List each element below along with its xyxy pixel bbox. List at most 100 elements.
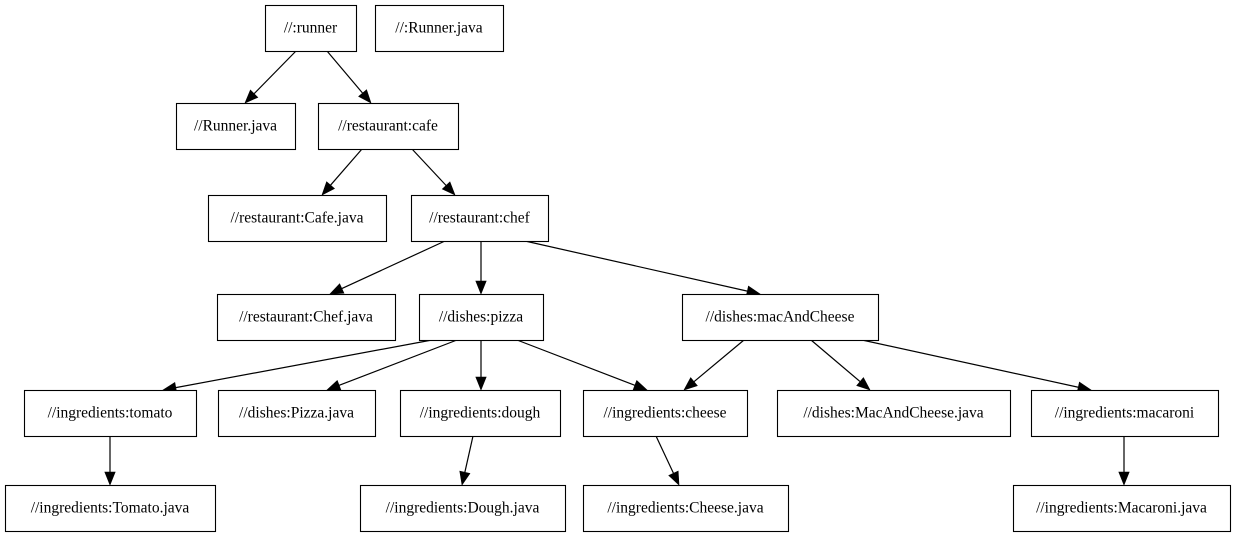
graph-edge: [411, 148, 456, 196]
node-label: //ingredients:macaroni: [1055, 405, 1195, 422]
graph-edge: [810, 339, 871, 391]
graph-edge: [475, 340, 487, 391]
edge-line: [516, 339, 636, 386]
edge-line: [464, 435, 474, 473]
graph-node[interactable]: //ingredients:Macaroni.java: [1012, 484, 1232, 533]
graph-node[interactable]: //restaurant:Chef.java: [216, 293, 397, 342]
graph-edge: [329, 240, 446, 295]
graph-edge: [321, 148, 363, 196]
node-label: //:runner: [284, 20, 338, 37]
node-box[interactable]: [582, 484, 790, 533]
edge-line: [411, 148, 447, 186]
node-box[interactable]: [776, 389, 1012, 438]
graph-node[interactable]: //restaurant:chef: [410, 194, 550, 243]
node-box[interactable]: [359, 484, 567, 533]
node-box[interactable]: [681, 293, 880, 342]
graph-node[interactable]: //restaurant:cafe: [317, 102, 460, 151]
arrowhead-icon: [1118, 471, 1130, 486]
graph-edge: [459, 435, 474, 486]
graph-edge: [683, 339, 745, 391]
node-label: //Runner.java: [194, 118, 277, 135]
edge-layer: [104, 50, 1130, 486]
edge-line: [175, 339, 433, 389]
graph-node[interactable]: //:Runner.java: [374, 4, 505, 53]
node-label: //ingredients:Tomato.java: [31, 500, 190, 517]
graph-node[interactable]: //ingredients:cheese: [582, 389, 749, 438]
node-box[interactable]: [23, 389, 198, 438]
node-box[interactable]: [1030, 389, 1220, 438]
edge-line: [253, 50, 297, 95]
node-box[interactable]: [317, 102, 460, 151]
node-box[interactable]: [582, 389, 749, 438]
graph-node[interactable]: //restaurant:Cafe.java: [207, 194, 388, 243]
graph-node[interactable]: //ingredients:Cheese.java: [582, 484, 790, 533]
edge-line: [338, 339, 458, 386]
arrowhead-icon: [475, 376, 487, 391]
node-box[interactable]: [1012, 484, 1232, 533]
node-label: //restaurant:cafe: [338, 118, 438, 135]
node-label: //dishes:pizza: [439, 309, 523, 326]
node-label: //dishes:Pizza.java: [239, 405, 354, 422]
graph-edge: [524, 240, 761, 297]
graph-node[interactable]: //ingredients:tomato: [23, 389, 198, 438]
edge-line: [810, 339, 861, 383]
edge-line: [326, 50, 364, 94]
graph-node[interactable]: //ingredients:macaroni: [1030, 389, 1220, 438]
graph-node[interactable]: //ingredients:Dough.java: [359, 484, 567, 533]
graph-node[interactable]: //dishes:Pizza.java: [217, 389, 377, 438]
graph-edge: [1118, 436, 1130, 486]
node-label: //restaurant:Cafe.java: [231, 210, 364, 227]
node-box[interactable]: [399, 389, 562, 438]
arrowhead-icon: [441, 181, 456, 196]
graph-edge: [326, 339, 458, 391]
edge-line: [693, 339, 745, 383]
graph-node[interactable]: //Runner.java: [175, 102, 297, 151]
graph-node[interactable]: //:runner: [264, 4, 358, 53]
graph-node[interactable]: //dishes:pizza: [418, 293, 545, 342]
node-label: //ingredients:Cheese.java: [607, 500, 763, 517]
graph-edge: [655, 435, 680, 486]
node-box[interactable]: [217, 389, 377, 438]
arrowhead-icon: [668, 470, 680, 486]
arrowhead-icon: [326, 379, 342, 391]
graph-node[interactable]: //dishes:MacAndCheese.java: [776, 389, 1012, 438]
arrowhead-icon: [856, 377, 871, 391]
arrowhead-icon: [475, 280, 487, 295]
graph-edge: [475, 241, 487, 295]
node-label: //dishes:MacAndCheese.java: [803, 405, 983, 422]
node-box[interactable]: [175, 102, 297, 151]
graph-edge: [104, 436, 116, 486]
arrowhead-icon: [459, 470, 471, 486]
graph-node[interactable]: //ingredients:Tomato.java: [4, 484, 217, 533]
arrowhead-icon: [683, 377, 698, 391]
graph-edge: [326, 50, 372, 104]
node-box[interactable]: [207, 194, 388, 243]
arrowhead-icon: [329, 283, 345, 295]
edge-line: [330, 148, 363, 186]
node-box[interactable]: [264, 4, 358, 53]
node-label: //dishes:macAndCheese: [706, 309, 855, 326]
graph-edge: [162, 339, 433, 394]
node-box[interactable]: [418, 293, 545, 342]
arrowhead-icon: [244, 89, 259, 104]
node-label: //ingredients:dough: [420, 405, 541, 422]
node-label: //ingredients:tomato: [48, 405, 173, 422]
node-label: //restaurant:chef: [429, 210, 531, 227]
arrowhead-icon: [358, 89, 372, 104]
node-label: //restaurant:Chef.java: [239, 309, 373, 326]
node-box[interactable]: [216, 293, 397, 342]
node-box[interactable]: [4, 484, 217, 533]
arrowhead-icon: [632, 379, 648, 391]
node-label: //:Runner.java: [395, 20, 483, 37]
edge-line: [861, 339, 1079, 388]
node-label: //ingredients:cheese: [603, 405, 726, 422]
graph-edge: [244, 50, 297, 104]
node-box[interactable]: [374, 4, 505, 53]
graph-edge: [516, 339, 648, 391]
graph-node[interactable]: //dishes:macAndCheese: [681, 293, 880, 342]
graph-node[interactable]: //ingredients:dough: [399, 389, 562, 438]
node-box[interactable]: [410, 194, 550, 243]
arrowhead-icon: [104, 471, 116, 486]
